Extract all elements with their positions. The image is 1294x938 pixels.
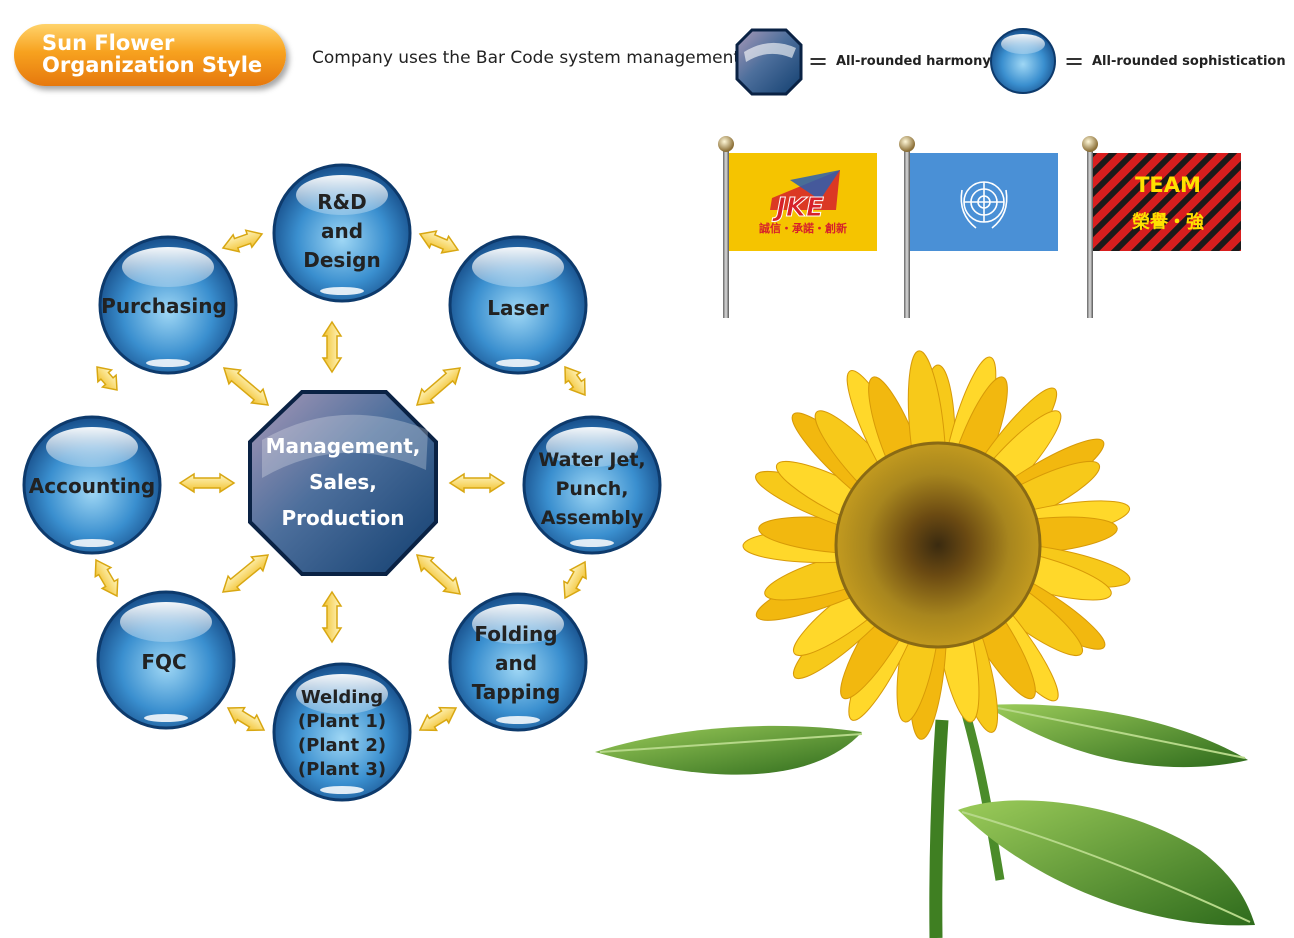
double-arrow-icon (418, 230, 460, 254)
legend-circle-icon (990, 28, 1056, 94)
center-label: Management, Sales, Production (265, 434, 421, 530)
team-flag-slogan: 榮譽・強 (1132, 211, 1204, 233)
un-flag (910, 153, 1058, 251)
legend-octagon-icon (735, 28, 803, 96)
node-label-waterjet: Water Jet, Punch, Assembly (538, 449, 646, 529)
node-laser-circle (448, 235, 588, 375)
title-line-1: Sun Flower (42, 31, 175, 55)
node-label-fqc: FQC (141, 650, 187, 674)
node-fqc-circle (96, 590, 236, 730)
legend-label-harmony: All-rounded harmony (836, 54, 991, 69)
intro-text: Company uses the Bar Code system managem… (312, 48, 741, 68)
jke-logo-text: JKE (771, 193, 824, 223)
node-label-accounting: Accounting (28, 474, 156, 498)
node-label-welding: Welding (Plant 1) (Plant 2) (Plant 3) (297, 687, 387, 780)
flag-poles (718, 136, 1098, 318)
legend-equals-1: = (808, 47, 829, 75)
team-flag: TEAM 榮譽・強 (1093, 153, 1241, 251)
team-flag-title: TEAM (1135, 173, 1201, 197)
node-purchasing-circle (98, 235, 238, 375)
double-arrow-icon (222, 367, 270, 406)
legend-equals-2: = (1064, 47, 1085, 75)
node-label-rd: R&D and Design (303, 190, 381, 272)
node-welding-circle (272, 662, 412, 802)
node-accounting-circle (22, 415, 162, 555)
jke-slogan: 誠信・承諾・創新 (759, 221, 847, 235)
node-rd-circle (272, 163, 412, 303)
right-leaf-icon (985, 704, 1248, 768)
double-arrow-icon (564, 365, 586, 397)
un-emblem-icon (960, 181, 1008, 229)
double-arrow-icon (178, 472, 236, 494)
double-arrow-icon (415, 367, 462, 406)
node-waterjet-circle (522, 415, 662, 555)
double-arrow-icon (321, 320, 343, 374)
title-line-2: Organization Style (42, 53, 263, 77)
double-arrow-icon (221, 554, 270, 593)
legend-label-sophistication: All-rounded sophistication (1092, 54, 1286, 69)
node-circles (22, 163, 662, 802)
node-label-laser: Laser (487, 296, 549, 320)
double-arrow-icon (226, 706, 266, 732)
node-label-folding: Folding and Tapping (471, 622, 561, 704)
center-octagon-icon (248, 390, 438, 576)
double-arrow-icon (221, 229, 264, 253)
jke-flag: JKE 誠信・承諾・創新 (729, 153, 877, 251)
node-folding-circle (448, 592, 588, 732)
sunflower-image (595, 350, 1255, 938)
double-arrow-icon (448, 472, 506, 494)
double-arrow-icon (321, 590, 343, 644)
double-arrow-icon (563, 560, 587, 600)
title-badge: Sun Flower Organization Style (14, 24, 286, 86)
connector-arrows (94, 229, 587, 732)
double-arrow-icon (418, 706, 458, 732)
double-arrow-icon (94, 558, 119, 598)
lower-leaf-icon (958, 800, 1255, 926)
double-arrow-icon (96, 366, 118, 391)
node-label-purchasing: Purchasing (101, 294, 227, 318)
double-arrow-icon (415, 554, 462, 595)
